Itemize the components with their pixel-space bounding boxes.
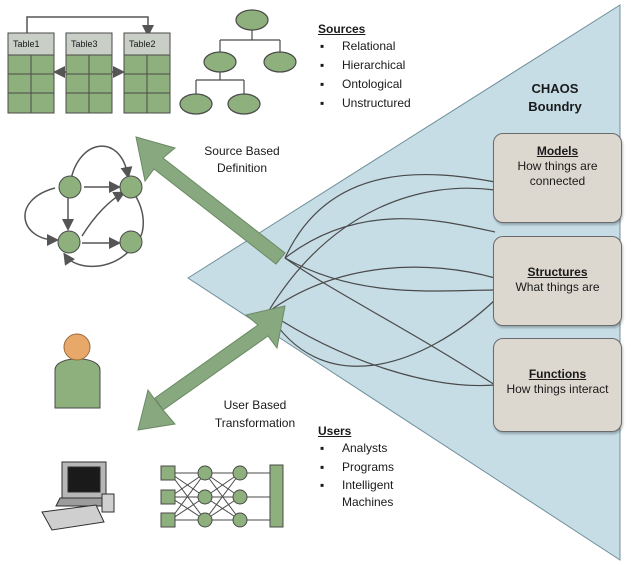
- users-heading: Users: [318, 424, 352, 438]
- models-desc-line1: How things are: [517, 159, 598, 173]
- structures-title: Structures: [527, 265, 588, 279]
- users-list: Analysts Programs Intelligent: [318, 439, 394, 494]
- list-item: Unstructured: [318, 94, 411, 113]
- sources-block: Sources Relational Hierarchical Ontologi…: [318, 22, 411, 113]
- source-arrow-label: Source Based Definition: [192, 143, 292, 177]
- sources-heading: Sources: [318, 22, 366, 36]
- users-item-continuation: Machines: [342, 495, 394, 509]
- graph-network-icon: [24, 145, 144, 268]
- user-transformation-arrow: [137, 305, 286, 431]
- models-box: Models How things are connected: [493, 133, 622, 223]
- person-icon: [54, 333, 101, 409]
- list-item: Relational: [318, 37, 411, 56]
- chaos-boundary-label: CHAOS Boundry: [510, 80, 600, 116]
- hierarchy-tree-icon: [179, 9, 297, 115]
- structures-box: Structures What things are: [493, 236, 622, 326]
- source-label-line2: Definition: [216, 161, 268, 175]
- relational-tables-icon: [7, 16, 171, 114]
- chaos-label-line2: Boundry: [528, 99, 582, 114]
- table1-label: Table1: [13, 39, 40, 49]
- user-label-line2: Transformation: [214, 416, 296, 430]
- users-block: Users Analysts Programs Intelligent Mach…: [318, 424, 394, 511]
- functions-desc: How things interact: [506, 382, 609, 396]
- sources-list: Relational Hierarchical Ontological Unst…: [318, 37, 411, 113]
- functions-box: Functions How things interact: [493, 338, 622, 432]
- table2-label: Table2: [129, 39, 156, 49]
- neural-network-icon: [160, 464, 284, 528]
- structures-desc: What things are: [515, 280, 600, 294]
- user-arrow-label: User Based Transformation: [200, 396, 310, 432]
- models-title: Models: [536, 144, 579, 158]
- connector-curves: [267, 174, 496, 387]
- chaos-label-line1: CHAOS: [531, 81, 579, 96]
- user-label-line1: User Based: [223, 398, 287, 412]
- computer-icon: [41, 461, 115, 531]
- list-item: Ontological: [318, 75, 411, 94]
- functions-title: Functions: [528, 367, 587, 381]
- table3-label: Table3: [71, 39, 98, 49]
- list-item: Intelligent: [318, 477, 394, 494]
- source-definition-arrow: [135, 136, 286, 265]
- list-item: Programs: [318, 458, 394, 477]
- source-label-line1: Source Based: [204, 144, 280, 158]
- list-item: Analysts: [318, 439, 394, 458]
- list-item: Hierarchical: [318, 56, 411, 75]
- models-desc-line2: connected: [529, 174, 586, 188]
